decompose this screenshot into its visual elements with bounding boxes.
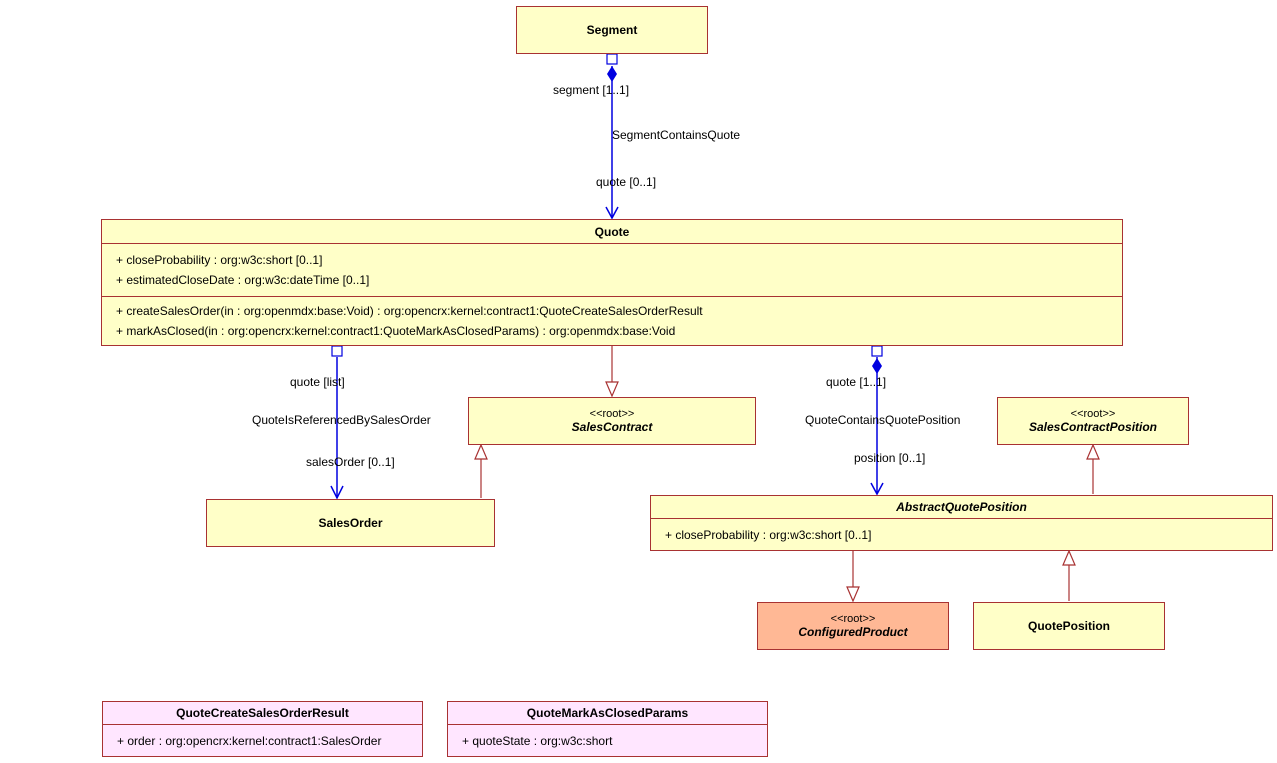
association-segment-contains-quote[interactable] [605, 53, 619, 220]
class-name: SalesContractPosition [1028, 420, 1158, 434]
attribute-row: + estimatedCloseDate : org:w3c:dateTime … [116, 273, 370, 287]
class-name: QuoteCreateSalesOrderResult [176, 706, 349, 720]
class-header: QuoteMarkAsClosedParams [448, 702, 767, 724]
class-name: Segment [586, 23, 638, 37]
struct-quote-mark-as-closed-params[interactable]: QuoteMarkAsClosedParams + quoteState : o… [447, 701, 768, 757]
quote-contains-quote-position-label: QuoteContainsQuotePosition [805, 413, 961, 427]
class-name: SalesContract [571, 420, 653, 434]
attributes-section: + quoteState : org:w3c:short [448, 724, 767, 756]
segment-contains-quote-label: SegmentContainsQuote [612, 128, 741, 142]
class-header: QuoteCreateSalesOrderResult [103, 702, 422, 724]
attribute-row: + order : org:opencrx:kernel:contract1:S… [117, 733, 382, 748]
navigation-arrowhead [870, 482, 884, 496]
generalization-triangle [1086, 443, 1100, 460]
attributes-section: + closeProbability : org:w3c:short [0..1… [102, 243, 1122, 296]
class-header: Quote [102, 220, 1122, 243]
class-sales-order[interactable]: SalesOrder [206, 499, 495, 547]
class-name: AbstractQuotePosition [896, 500, 1027, 514]
class-name: ConfiguredProduct [798, 625, 908, 639]
navigation-arrowhead [605, 206, 619, 220]
association-quote-contains-quote-position[interactable] [870, 345, 884, 496]
generalization-triangle [846, 586, 860, 603]
struct-quote-create-sales-order-result[interactable]: QuoteCreateSalesOrderResult + order : or… [102, 701, 423, 757]
stereotype-label: <<root>> [1070, 408, 1116, 420]
class-header: <<root>> ConfiguredProduct [758, 603, 948, 649]
quote-is-referenced-by-sales-order-label: QuoteIsReferencedBySalesOrder [252, 413, 431, 427]
attribute-row: + closeProbability : org:w3c:short [0..1… [116, 253, 323, 267]
generalization-abstract-quote-position-configured-product[interactable] [846, 551, 860, 603]
aggregation-end-marker [871, 345, 883, 357]
segment-end-label: segment [1..1] [553, 83, 630, 97]
class-header: <<root>> SalesContract [469, 398, 755, 444]
class-header: QuotePosition [974, 603, 1164, 649]
class-abstract-quote-position[interactable]: AbstractQuotePosition + closeProbability… [650, 495, 1273, 551]
class-name: QuoteMarkAsClosedParams [526, 706, 689, 720]
aggregation-end-marker [606, 53, 618, 65]
class-header: AbstractQuotePosition [651, 496, 1272, 518]
sales-order-end-label: salesOrder [0..1] [306, 455, 395, 469]
stereotype-label: <<root>> [589, 408, 635, 420]
class-name: Quote [594, 224, 630, 239]
generalization-quote-sales-contract[interactable] [605, 346, 619, 398]
stereotype-label: <<root>> [830, 613, 876, 625]
generalization-quote-position-abstract-quote-position[interactable] [1062, 549, 1076, 601]
quote-one-end-label: quote [1..1] [826, 375, 887, 389]
operation-row: + markAsClosed(in : org:opencrx:kernel:c… [116, 324, 676, 338]
attributes-section: + closeProbability : org:w3c:short [0..1… [651, 518, 1272, 550]
attribute-row: + quoteState : org:w3c:short [462, 733, 613, 748]
class-quote-position[interactable]: QuotePosition [973, 602, 1165, 650]
generalization-sales-order-sales-contract[interactable] [474, 443, 488, 498]
quote-end-label: quote [0..1] [596, 175, 657, 189]
class-name: SalesOrder [318, 516, 383, 530]
class-segment[interactable]: Segment [516, 6, 708, 54]
composition-diamond [607, 66, 617, 82]
class-sales-contract[interactable]: <<root>> SalesContract [468, 397, 756, 445]
operations-section: + createSalesOrder(in : org:openmdx:base… [102, 296, 1122, 345]
class-header: SalesOrder [207, 500, 494, 546]
generalization-triangle [474, 443, 488, 460]
composition-diamond [872, 358, 882, 374]
class-header: <<root>> SalesContractPosition [998, 398, 1188, 444]
association-quote-referenced-by-sales-order[interactable] [330, 345, 344, 500]
generalization-triangle [1062, 549, 1076, 566]
attributes-section: + order : org:opencrx:kernel:contract1:S… [103, 724, 422, 756]
class-header: Segment [517, 7, 707, 53]
navigation-arrowhead [330, 485, 344, 500]
aggregation-end-marker [331, 345, 343, 357]
attribute-row: + closeProbability : org:w3c:short [0..1… [665, 527, 872, 542]
position-end-label: position [0..1] [854, 451, 926, 465]
generalization-triangle [605, 381, 619, 398]
class-name: QuotePosition [1028, 619, 1110, 633]
class-quote[interactable]: Quote + closeProbability : org:w3c:short… [101, 219, 1123, 346]
class-sales-contract-position[interactable]: <<root>> SalesContractPosition [997, 397, 1189, 445]
operation-row: + createSalesOrder(in : org:openmdx:base… [116, 304, 703, 318]
class-configured-product[interactable]: <<root>> ConfiguredProduct [757, 602, 949, 650]
quote-list-end-label: quote [list] [290, 375, 345, 389]
generalization-abstract-quote-position-sales-contract-position[interactable] [1086, 443, 1100, 494]
